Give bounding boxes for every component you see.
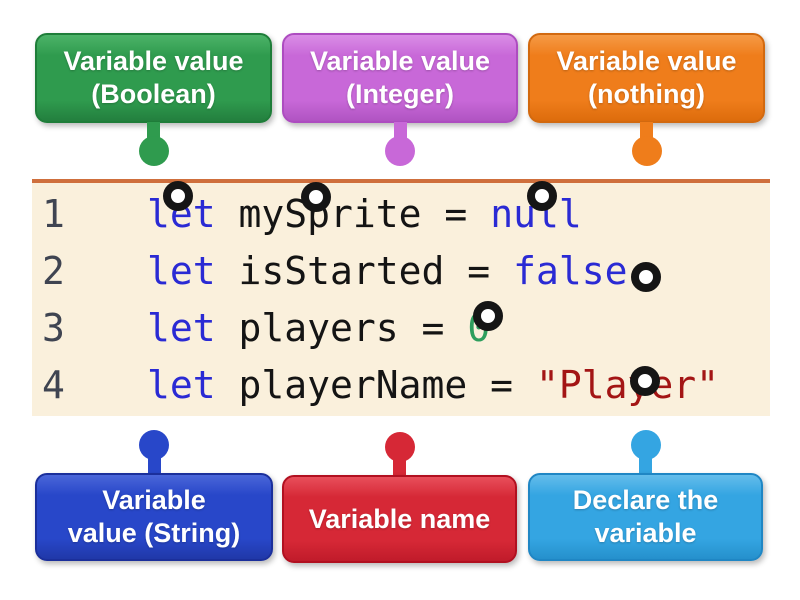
label-pin-stem — [147, 457, 161, 474]
label-pin-stem — [640, 122, 653, 139]
code-text: let playerName = "Player" — [147, 362, 719, 407]
label-pin-dot — [139, 430, 169, 460]
label-pin-dot — [138, 136, 169, 166]
code-text: let mySprite = null — [147, 191, 582, 236]
label-text: Variable name — [308, 503, 491, 534]
label-text: (Integer) — [346, 79, 454, 109]
line-number: 4 — [42, 362, 65, 407]
label-box: Variable value (nothing) — [528, 33, 765, 123]
label-pin-stem — [147, 122, 160, 139]
label-box: Variable value (Integer) — [282, 33, 518, 123]
label-pin-dot — [384, 432, 415, 462]
label-pin-stem — [393, 122, 407, 139]
label-text: Declare the — [572, 485, 719, 515]
answer-point-marker[interactable] — [473, 301, 503, 331]
answer-point-marker[interactable] — [163, 181, 193, 211]
code-line: 2 let isStarted = false — [32, 242, 770, 299]
code-line: 3 let players = 0 — [32, 299, 770, 356]
label-card-variable-value-string[interactable]: Variable value (String) — [35, 430, 273, 561]
label-card-declare-the-variable[interactable]: Declare the variable — [528, 430, 763, 561]
code-panel: 1 let mySprite = null 2 let isStarted = fal… — [32, 179, 770, 416]
code-text: let players = 0 — [147, 305, 490, 350]
label-box: Declare the variable — [528, 473, 763, 561]
answer-point-marker[interactable] — [527, 181, 557, 211]
label-text: variable — [594, 518, 697, 548]
label-pin-stem — [639, 457, 652, 474]
label-box: Variable name — [282, 475, 517, 563]
label-text: Variable value — [556, 46, 737, 76]
label-text: Variable value — [309, 46, 491, 76]
answer-point-marker[interactable] — [301, 182, 331, 212]
label-box: Variable value (Boolean) — [35, 33, 272, 123]
label-text: value (String) — [67, 518, 241, 548]
label-text: (Boolean) — [91, 79, 216, 109]
label-pin-stem — [393, 459, 406, 476]
code-line: 1 let mySprite = null — [32, 185, 770, 242]
line-number: 3 — [42, 305, 65, 350]
label-text: (nothing) — [588, 79, 705, 109]
label-pin-dot — [630, 430, 661, 460]
label-pin-dot — [631, 136, 662, 166]
code-line: 4 let playerName = "Player" — [32, 356, 770, 413]
line-number: 1 — [42, 191, 65, 236]
label-text: Variable — [102, 485, 206, 515]
label-box: Variable value (String) — [35, 473, 273, 561]
line-number: 2 — [42, 248, 65, 293]
label-card-variable-name[interactable]: Variable name — [282, 432, 517, 563]
label-card-variable-value-boolean[interactable]: Variable value (Boolean) — [35, 33, 272, 166]
code-text: let isStarted = false — [147, 248, 628, 293]
label-card-variable-value-integer[interactable]: Variable value (Integer) — [282, 33, 518, 166]
answer-point-marker[interactable] — [631, 262, 661, 292]
label-card-variable-value-nothing[interactable]: Variable value (nothing) — [528, 33, 765, 166]
label-pin-dot — [385, 136, 415, 166]
label-text: Variable value — [63, 46, 244, 76]
answer-point-marker[interactable] — [630, 366, 660, 396]
